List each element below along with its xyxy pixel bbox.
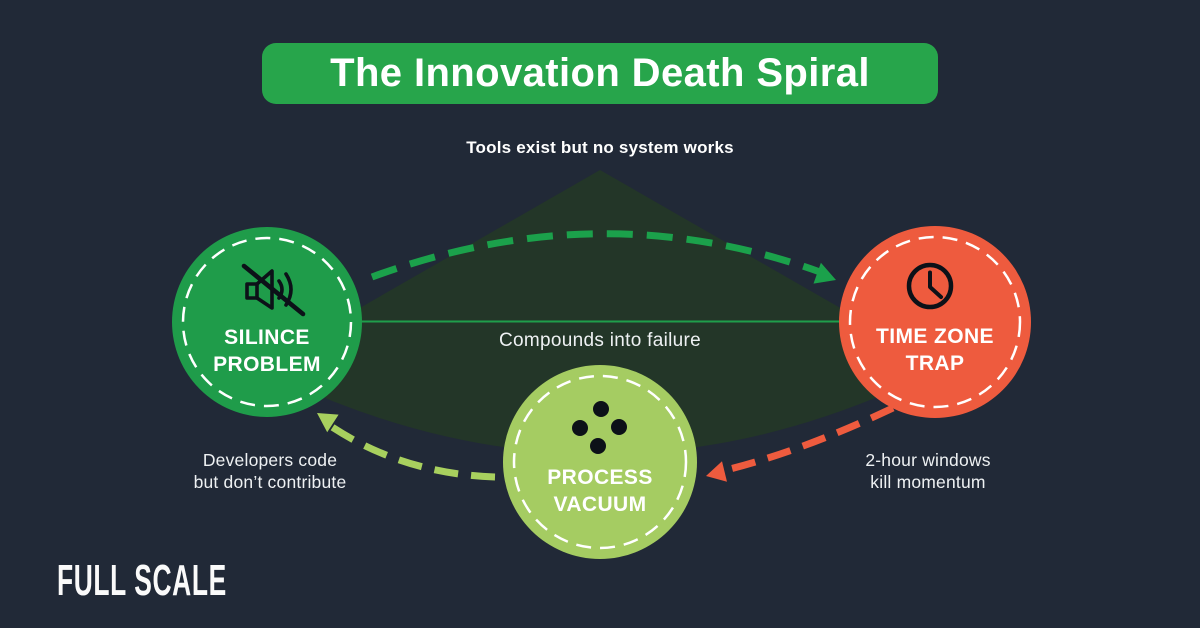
node-circle-process-vacuum — [503, 365, 697, 559]
silence-circle-fill — [172, 227, 362, 417]
arrow-timezone-to-process — [721, 404, 895, 475]
clock-icon — [906, 262, 954, 310]
muted-speaker-icon — [241, 263, 306, 317]
clock-hands — [928, 270, 943, 299]
mute-slash — [241, 263, 306, 317]
process-label-line1: PROCESS — [547, 466, 653, 489]
background-triangle-shape — [257, 170, 943, 454]
node-label-process-vacuum: PROCESS VACUUM — [490, 464, 710, 518]
process-dashed-ring — [512, 374, 688, 550]
caption-windows-line1: 2-hour windows — [865, 450, 991, 470]
dot-bottom — [590, 438, 606, 454]
center-caption: Compounds into failure — [499, 330, 701, 351]
timezone-label-line1: TIME ZONE — [876, 325, 994, 348]
node-label-silence-problem: SILINCE PROBLEM — [157, 324, 377, 378]
timezone-dashed-ring — [848, 235, 1022, 409]
page-title: The Innovation Death Spiral — [330, 51, 870, 95]
dot-top — [593, 401, 609, 417]
node-circle-time-zone-trap — [839, 226, 1031, 418]
arrowhead-timezone-icon — [813, 262, 836, 284]
arrowhead-process-icon — [706, 461, 727, 482]
caption-windows-line2: kill momentum — [870, 472, 986, 492]
node-label-time-zone-trap: TIME ZONE TRAP — [825, 323, 1045, 377]
process-circle-fill — [503, 365, 697, 559]
caption-developers-line2: but don’t contribute — [193, 472, 347, 492]
silence-dashed-ring — [181, 236, 353, 408]
silence-label-line1: SILINCE — [224, 326, 310, 349]
arrow-silence-to-timezone — [370, 230, 822, 281]
caption-developers-line1: Developers code — [202, 450, 338, 470]
arrow-process-to-silence — [330, 424, 496, 481]
full-scale-logo: FULL SCALE — [57, 556, 227, 605]
dot-right — [611, 419, 627, 435]
dots-icon — [572, 401, 627, 454]
timezone-circle-fill — [839, 226, 1031, 418]
clock-face — [906, 262, 954, 310]
silence-label-line2: PROBLEM — [213, 353, 321, 376]
caption-developers: Developers code but don’t contribute — [120, 449, 420, 493]
node-circle-silence-problem — [172, 227, 362, 417]
caption-windows: 2-hour windows kill momentum — [778, 449, 1078, 493]
title-banner: The Innovation Death Spiral — [262, 43, 938, 104]
subtitle-text: Tools exist but no system works — [466, 138, 734, 157]
timezone-label-line2: TRAP — [905, 352, 965, 375]
arrowhead-silence-icon — [317, 413, 339, 433]
dot-left — [572, 420, 588, 436]
process-label-line2: VACUUM — [553, 493, 647, 516]
